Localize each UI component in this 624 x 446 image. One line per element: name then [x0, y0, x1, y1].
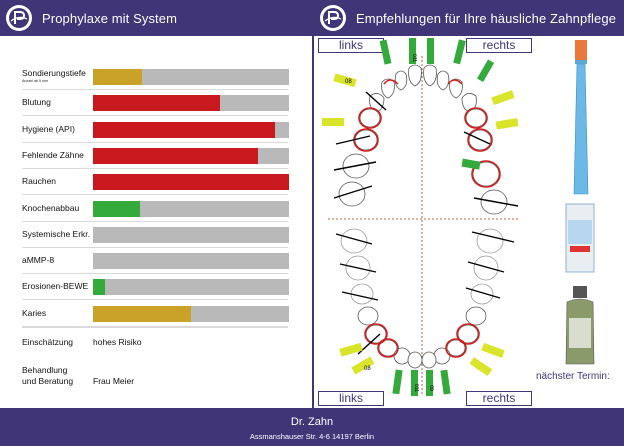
lower-left-side-label: links	[318, 391, 384, 406]
upper-arch	[338, 64, 508, 215]
mouthwash-bottle-icon	[565, 286, 595, 365]
risk-bar-track	[93, 253, 289, 270]
risk-bar-track	[93, 226, 289, 243]
upper-left-side-label: links	[318, 38, 384, 53]
brush-size-label: 08	[364, 366, 371, 372]
risk-factor-sublabel: Anzahl ab 5 mm	[22, 79, 48, 83]
toothbrush-icon	[573, 40, 589, 195]
risk-bar-track	[93, 305, 289, 322]
row-divider	[22, 89, 288, 90]
treatment-label-line1: Behandlung	[22, 365, 68, 375]
risk-bar-fill	[93, 279, 105, 296]
risk-factor-label: Sondierungstiefe	[22, 68, 86, 78]
risk-factor-row: Fehlende Zähne	[22, 146, 290, 166]
risk-bar-track	[93, 121, 289, 138]
risk-bar-track	[93, 69, 289, 85]
brush-size-label: 011	[413, 384, 419, 392]
brush-size-label: 08	[345, 79, 352, 85]
risk-factor-label: aMMP-8	[22, 255, 55, 266]
brush-size-label: 09	[428, 385, 434, 391]
risk-bar-fill	[93, 95, 221, 112]
risk-factor-label: Erosionen-BEWE	[22, 281, 89, 292]
risk-factor-row: Rauchen	[22, 172, 290, 192]
toothpaste-icon	[565, 203, 595, 273]
assessment-value: hohes Risiko	[93, 337, 142, 347]
risk-factor-row: aMMP-8	[22, 251, 290, 271]
risk-factor-row: Systemische Erkr.	[22, 225, 290, 245]
risk-factor-row: Blutung	[22, 93, 290, 113]
row-divider	[22, 246, 288, 248]
row-divider	[22, 325, 288, 327]
risk-factor-label: Systemische Erkr.	[22, 228, 91, 239]
risk-bar-fill	[93, 174, 289, 191]
practice-address: Assmanshauser Str. 4-6 14197 Berlin	[249, 432, 375, 441]
next-appointment-label: nächster Termin:	[536, 371, 610, 382]
row-divider	[22, 141, 288, 143]
row-divider	[22, 115, 288, 117]
risk-factor-row: Knochenabbau	[22, 199, 290, 219]
risk-bar-fill	[93, 147, 258, 164]
risk-factor-row: Karies	[22, 304, 290, 324]
divider	[22, 327, 288, 328]
right-header: Empfehlungen für Ihre häusliche Zahnpfle…	[314, 0, 624, 36]
risk-bar-track	[93, 200, 289, 217]
brush-size-label: 011	[411, 54, 417, 62]
upper-right-side-label: rechts	[466, 38, 532, 53]
panel-divider	[312, 0, 314, 446]
risk-factor-row: Erosionen-BEWE	[22, 277, 290, 297]
risk-bar-track	[93, 95, 289, 112]
row-divider	[22, 299, 288, 301]
risk-bar-fill	[93, 69, 142, 85]
risk-factor-label: Fehlende Zähne	[22, 149, 84, 160]
risk-bar-track	[93, 174, 289, 191]
row-divider	[22, 220, 288, 222]
care-recommendations-panel: links rechts links rechts	[314, 36, 624, 408]
risk-factor-label: Rauchen	[22, 176, 57, 187]
brand-logo-icon	[320, 5, 346, 31]
risk-factor-label: Blutung	[22, 97, 51, 108]
lower-right-side-label: rechts	[466, 391, 532, 406]
left-header-title: Prophylaxe mit System	[42, 10, 178, 26]
risk-bar-track	[93, 147, 289, 164]
right-header-title: Empfehlungen für Ihre häusliche Zahnpfle…	[356, 10, 617, 26]
risk-factor-row: Hygiene (API)	[22, 120, 290, 140]
row-divider	[22, 167, 288, 169]
interdental-brush-icon: 011 08	[322, 38, 519, 170]
footer: Dr. Zahn Assmanshauser Str. 4-6 14197 Be…	[0, 408, 624, 446]
brand-logo-icon	[6, 5, 32, 31]
risk-factor-label: Knochenabbau	[22, 202, 80, 213]
dental-chart: 011 08 08 011 09	[322, 38, 520, 396]
risk-factor-label: Karies	[22, 307, 47, 318]
assessment-label: Einschätzung	[22, 337, 74, 347]
risk-bar-fill	[93, 305, 191, 322]
risk-bar-track	[93, 279, 289, 296]
treatment-value: Frau Meier	[93, 376, 135, 386]
interdental-brush-icon: 08 011 09	[339, 342, 505, 396]
risk-bar-fill	[93, 200, 141, 217]
risk-bar-fill	[93, 121, 276, 138]
left-header: Prophylaxe mit System	[0, 0, 312, 36]
dentist-name: Dr. Zahn	[290, 416, 334, 428]
treatment-label-line2: und Beratung	[22, 376, 74, 386]
row-divider	[22, 194, 288, 196]
treatment-label: Behandlung und Beratung	[22, 365, 73, 387]
risk-factor-label: Hygiene (API)	[22, 123, 75, 134]
row-divider	[22, 273, 288, 275]
